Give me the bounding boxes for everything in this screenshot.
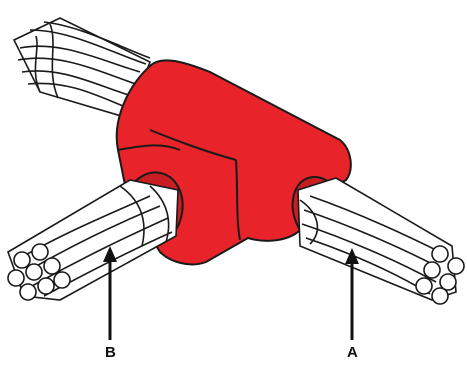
arrow-b (103, 246, 117, 340)
tap-cable-b (8, 180, 178, 300)
label-b: B (105, 344, 116, 361)
tap-cable-a (298, 178, 464, 304)
arrow-a (345, 248, 359, 340)
label-a: A (347, 344, 358, 361)
